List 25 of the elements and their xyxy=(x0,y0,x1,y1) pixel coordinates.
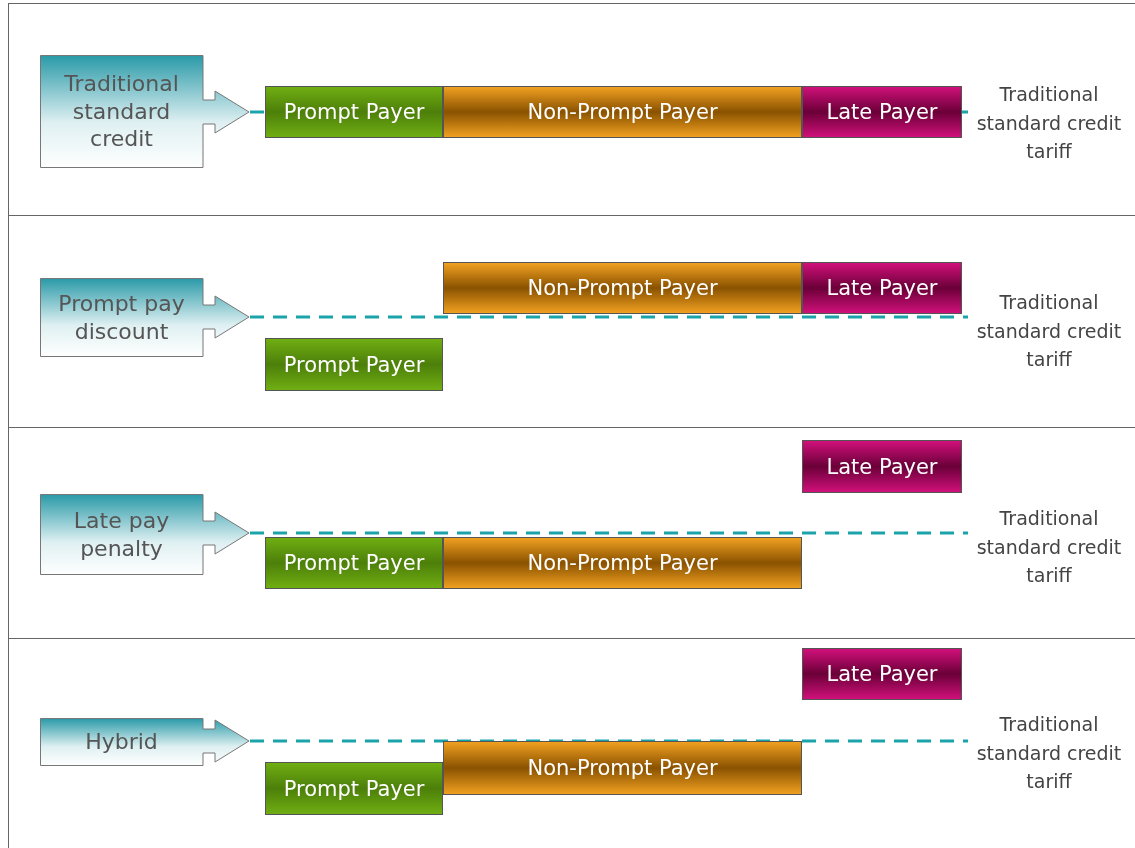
payer-bar: Late Payer xyxy=(802,262,962,314)
dashed-line xyxy=(250,315,968,319)
payer-bar: Prompt Payer xyxy=(265,338,443,391)
payer-bar: Non-Prompt Payer xyxy=(443,262,802,314)
tariff-label: Traditional standard credit tariff xyxy=(968,502,1130,592)
payer-bar: Non-Prompt Payer xyxy=(443,537,802,589)
callout-arrow: Traditional standard credit xyxy=(40,55,250,168)
dashed-line xyxy=(250,739,968,743)
callout-arrow: Hybrid xyxy=(40,718,250,766)
payer-bar: Prompt Payer xyxy=(265,762,443,815)
dashed-line xyxy=(250,531,968,535)
payer-bar: Prompt Payer xyxy=(265,86,443,138)
dashed-line xyxy=(962,110,968,114)
callout-arrow: Late pay penalty xyxy=(40,494,250,575)
payer-bar: Prompt Payer xyxy=(265,537,443,589)
payer-bar: Non-Prompt Payer xyxy=(443,86,802,138)
payer-bar: Late Payer xyxy=(802,648,962,700)
tariff-label: Traditional standard credit tariff xyxy=(968,78,1130,168)
tariff-label: Traditional standard credit tariff xyxy=(968,708,1130,798)
tariff-label: Traditional standard credit tariff xyxy=(968,286,1130,376)
payer-bar: Late Payer xyxy=(802,440,962,493)
dashed-line xyxy=(250,110,265,114)
payer-bar: Non-Prompt Payer xyxy=(443,741,802,795)
callout-arrow: Prompt pay discount xyxy=(40,278,250,357)
payer-bar: Late Payer xyxy=(802,86,962,138)
